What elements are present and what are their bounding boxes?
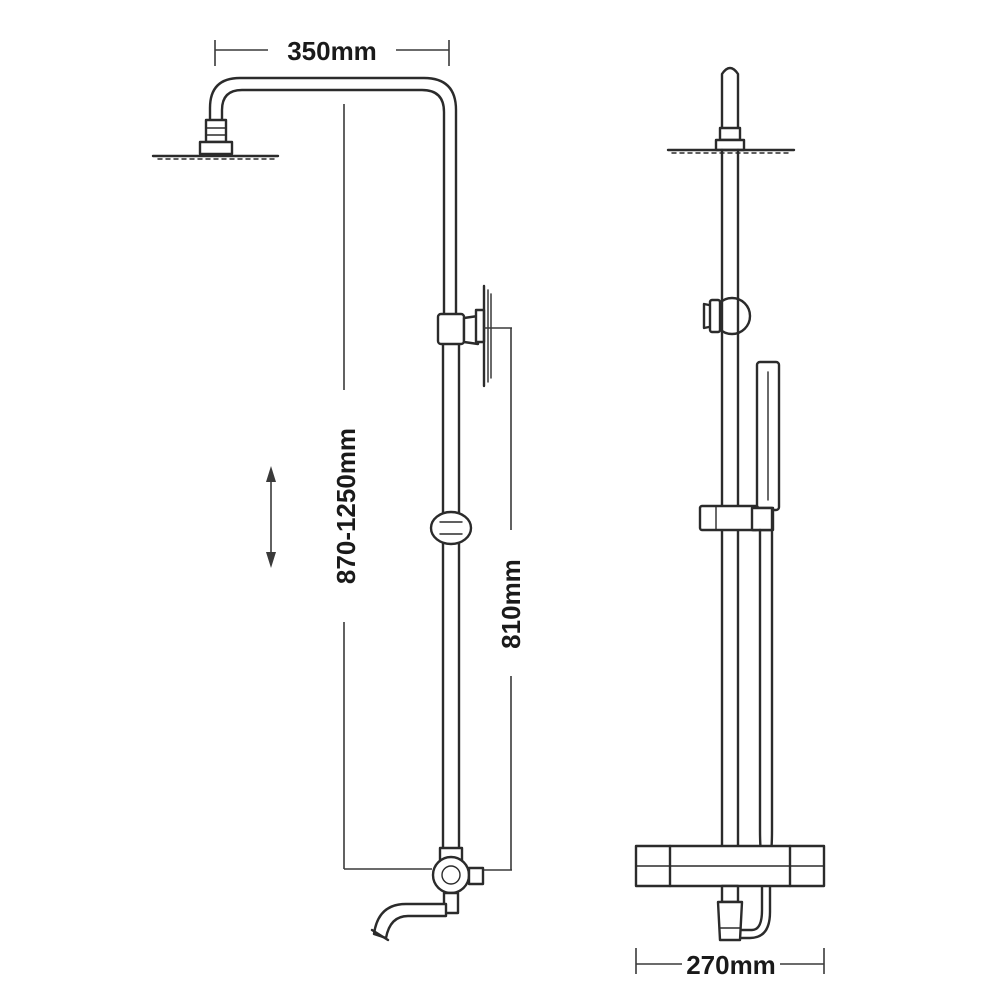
- head-width-dimension: 350mm: [214, 36, 450, 66]
- height-range-label: 870-1250mm: [331, 428, 361, 584]
- bath-spout: [370, 902, 448, 942]
- rail-length-dimension: 810mm: [484, 327, 526, 871]
- side-view: 350mm: [151, 36, 526, 942]
- overhead-arm: [208, 76, 458, 322]
- rail-length-label: 810mm: [496, 559, 526, 649]
- height-range-dimension: 870-1250mm: [331, 104, 432, 870]
- thermostatic-bar: [634, 844, 826, 888]
- hand-shower: [751, 360, 781, 532]
- front-spout: [716, 884, 744, 942]
- front-upper-pipe: [720, 66, 740, 130]
- upper-bracket: [436, 284, 492, 388]
- front-slider-bracket: [698, 504, 774, 532]
- base-width-label: 270mm: [686, 950, 776, 980]
- mixer-body: [431, 846, 485, 915]
- base-width-dimension: 270mm: [635, 948, 825, 980]
- front-riser: [720, 148, 740, 850]
- head-width-label: 350mm: [287, 36, 377, 66]
- slider-knob: [429, 510, 473, 546]
- front-upper-bracket: [702, 296, 752, 336]
- front-shower-head: [666, 126, 796, 154]
- overhead-shower-head: [151, 118, 280, 160]
- adjust-arrow: [266, 466, 276, 568]
- front-view: 270mm: [634, 66, 826, 980]
- riser-pipe: [441, 318, 461, 852]
